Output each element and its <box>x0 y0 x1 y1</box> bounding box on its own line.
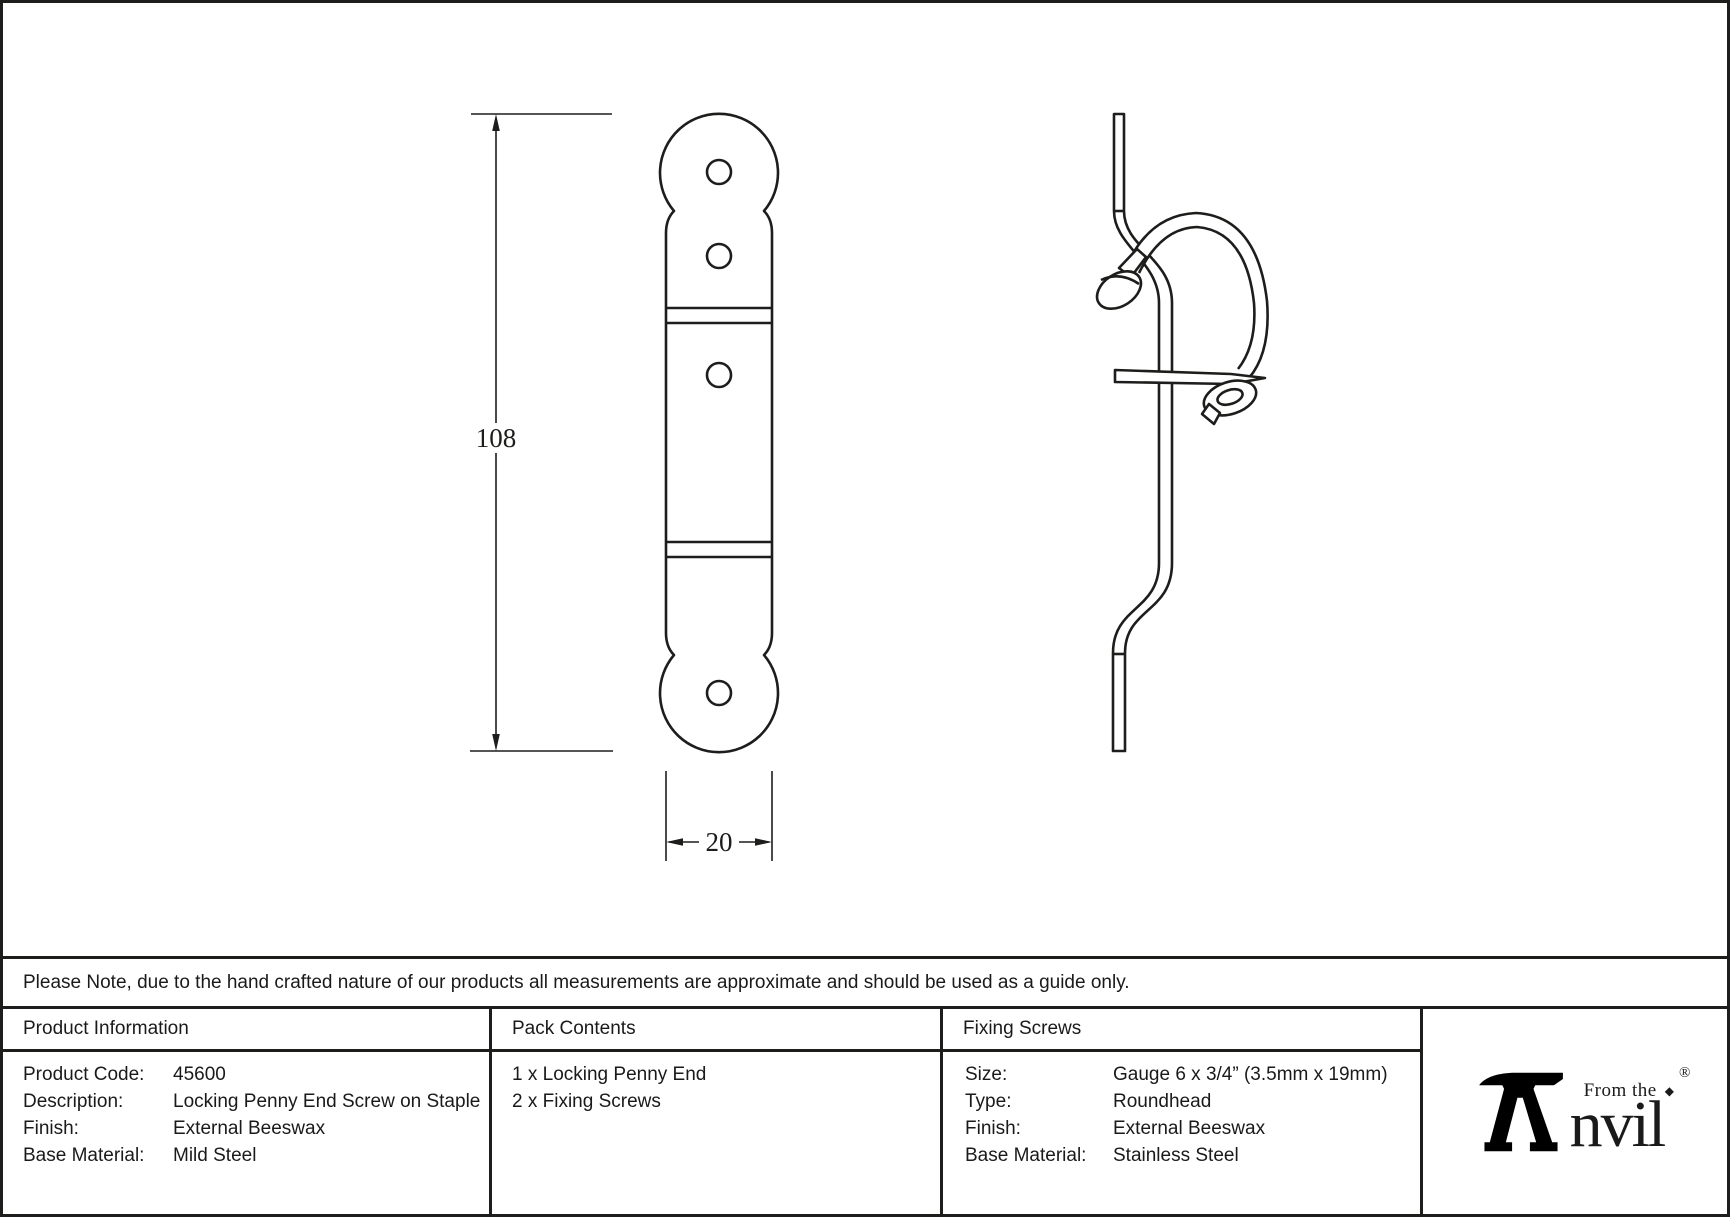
product-information-body: Product Code: 45600 Description: Locking… <box>3 1052 489 1169</box>
screw-hole <box>705 242 733 270</box>
wire-knot-tail <box>1200 402 1222 426</box>
spec-item: Description: Locking Penny End Screw on … <box>23 1088 489 1115</box>
pack-contents-column: Pack Contents 1 x Locking Penny End 2 x … <box>492 1009 943 1214</box>
height-dimension: 108 <box>470 113 613 752</box>
note-row: Please Note, due to the hand crafted nat… <box>3 959 1727 1009</box>
info-table: Please Note, due to the hand crafted nat… <box>3 956 1727 1214</box>
spec-value: Locking Penny End Screw on Staple <box>173 1091 481 1112</box>
logo-wordmark: nvil <box>1569 1088 1667 1162</box>
screw-hole <box>705 361 733 389</box>
spec-row: Product Information Product Code: 45600 … <box>3 1009 1727 1214</box>
plate-outline <box>658 112 780 754</box>
front-view <box>658 112 780 754</box>
from-the-anvil-logo: From the ◆ nvil ® <box>1476 1065 1690 1162</box>
product-information-header: Product Information <box>3 1009 489 1052</box>
fixing-screws-column: Fixing Screws Size: Gauge 6 x 3/4” (3.5m… <box>943 1009 1423 1214</box>
arrowhead-right <box>755 838 772 846</box>
spec-item: Type: Roundhead <box>965 1088 1420 1115</box>
spec-label: Base Material: <box>23 1145 145 1166</box>
staple-wire-inner <box>1137 225 1256 370</box>
spec-label: Description: <box>23 1091 124 1112</box>
header-label: Fixing Screws <box>963 1018 1082 1039</box>
spec-value: 45600 <box>173 1064 226 1085</box>
spec-item: Size: Gauge 6 x 3/4” (3.5mm x 19mm) <box>965 1061 1420 1088</box>
pack-contents-body: 1 x Locking Penny End 2 x Fixing Screws <box>492 1052 940 1115</box>
arrowhead-down <box>492 734 500 751</box>
spec-label: Product Code: <box>23 1064 145 1085</box>
diamond-icon: ◆ <box>1664 1083 1675 1098</box>
spec-item: Base Material: Mild Steel <box>23 1142 489 1169</box>
side-view <box>1095 112 1269 753</box>
height-dim-label: 108 <box>476 423 517 453</box>
spec-item: Finish: External Beeswax <box>23 1115 489 1142</box>
spec-value: Mild Steel <box>173 1145 257 1166</box>
logo-text: From the ◆ nvil <box>1569 1080 1675 1162</box>
spec-value: External Beeswax <box>1113 1118 1266 1139</box>
plate-edge-outline <box>1111 112 1174 753</box>
spec-label: Base Material: <box>965 1145 1087 1166</box>
spec-item: Base Material: Stainless Steel <box>965 1142 1420 1169</box>
technical-drawing: 108 20 <box>470 112 1269 861</box>
note-text: Please Note, due to the hand crafted nat… <box>23 971 1130 993</box>
spec-label: Type: <box>965 1091 1012 1112</box>
header-label: Pack Contents <box>512 1018 636 1039</box>
spec-label: Finish: <box>23 1118 79 1139</box>
spec-item: Finish: External Beeswax <box>965 1115 1420 1142</box>
pack-item: 2 x Fixing Screws <box>512 1091 661 1112</box>
logo-tagline-text: From the <box>1583 1080 1657 1102</box>
header-label: Product Information <box>23 1018 189 1039</box>
registered-trademark-icon: ® <box>1679 1064 1691 1081</box>
staple-wire <box>1129 214 1267 377</box>
brand-cell: From the ◆ nvil ® <box>1423 1009 1727 1214</box>
width-dim-label: 20 <box>706 827 733 857</box>
wire-knot <box>1202 379 1258 417</box>
product-information-column: Product Information Product Code: 45600 … <box>3 1009 492 1214</box>
spec-item: Product Code: 45600 <box>23 1061 489 1088</box>
screw-head-brim <box>1100 275 1140 286</box>
fixing-screws-body: Size: Gauge 6 x 3/4” (3.5mm x 19mm) Type… <box>943 1052 1420 1169</box>
arrowhead-up <box>492 114 500 131</box>
spec-label: Finish: <box>965 1118 1021 1139</box>
pack-contents-header: Pack Contents <box>492 1009 940 1052</box>
pack-item: 1 x Locking Penny End <box>512 1064 707 1085</box>
spec-value: Stainless Steel <box>1113 1145 1239 1166</box>
logo-tagline: From the ◆ <box>1584 1080 1675 1102</box>
staple-wire-outer <box>1125 211 1269 379</box>
spec-value: Gauge 6 x 3/4” (3.5mm x 19mm) <box>1113 1064 1388 1085</box>
width-dimension: 20 <box>665 771 773 861</box>
anvil-icon <box>1478 1072 1563 1151</box>
spec-value: External Beeswax <box>173 1118 326 1139</box>
fixing-screws-header: Fixing Screws <box>943 1009 1420 1052</box>
spec-label: Size: <box>965 1064 1008 1085</box>
arrowhead-left <box>666 838 683 846</box>
spec-value: Roundhead <box>1113 1091 1212 1112</box>
wire-knot-inner <box>1216 387 1244 407</box>
screw-hole <box>705 679 733 707</box>
screw-hole <box>705 158 733 186</box>
